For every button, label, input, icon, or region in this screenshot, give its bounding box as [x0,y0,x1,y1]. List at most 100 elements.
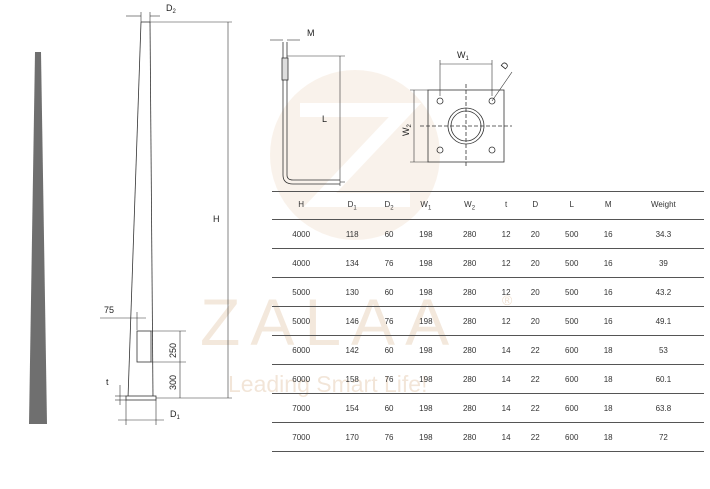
table-cell: 16 [593,219,623,249]
table-cell: 6000 [272,364,331,394]
table-cell: 198 [403,422,448,452]
table-cell: 16 [593,248,623,278]
table-cell: 18 [593,364,623,394]
base-plate-drawing [420,84,512,168]
table-cell: 76 [374,306,404,336]
table-cell: 43.2 [622,277,704,307]
hole-d-label: D [499,59,511,71]
table-cell: 12 [491,219,521,249]
table-cell: 20 [520,248,550,278]
table-cell: 22 [520,335,550,365]
offset-75-label: 75 [104,305,114,315]
table-cell: 18 [593,422,623,452]
table-cell: 16 [593,306,623,336]
table-cell: 198 [403,248,448,278]
table-cell: 60 [374,393,404,423]
table-cell: 20 [520,306,550,336]
table-cell: 60 [374,219,404,249]
table-cell: 280 [447,306,492,336]
table-cell: 76 [374,422,404,452]
col-header-l: L [549,191,594,220]
table-cell: 53 [622,335,704,365]
table-cell: 280 [447,277,492,307]
col-header-h: H [272,191,331,220]
col-header-w1: W1 [403,191,448,220]
d1-bottom-label: D1 [170,409,181,421]
table-cell: 280 [447,393,492,423]
table-cell: 118 [330,219,375,249]
table-cell: 280 [447,248,492,278]
table-cell: 130 [330,277,375,307]
l-label: L [322,114,327,124]
table-cell: 14 [491,335,521,365]
table-cell: 500 [549,248,594,278]
col-header-weight: Weight [622,191,704,220]
table-cell: 280 [447,422,492,452]
h-dimension [150,21,232,399]
table-cell: 600 [549,335,594,365]
t-dimension [115,385,126,405]
table-cell: 500 [549,219,594,249]
table-cell: 198 [403,335,448,365]
col-header-t: t [491,191,521,220]
table-cell: 5000 [272,306,331,336]
table-cell: 142 [330,335,375,365]
table-cell: 72 [622,422,704,452]
table-cell: 280 [447,219,492,249]
table-cell: 18 [593,393,623,423]
table-cell: 600 [549,393,594,423]
plate-dimensions [410,60,513,163]
table-header-row: H D1 D2 W1 W2 t D L M Weight [272,191,704,220]
table-cell: 4000 [272,219,331,249]
table-cell: 60 [374,335,404,365]
table-cell: 7000 [272,393,331,423]
table-cell: 7000 [272,422,331,452]
table-cell: 20 [520,219,550,249]
m-label: M [307,28,315,38]
w2-label: W2 [401,124,413,137]
table-cell: 198 [403,219,448,249]
table-cell: 158 [330,364,375,394]
dim-300-label: 300 [168,375,178,390]
table-cell: 22 [520,364,550,394]
d2-dimension [126,12,160,22]
table-cell: 76 [374,364,404,394]
anchor-bolt-drawing [281,42,340,185]
table-cell: 63.8 [622,393,704,423]
h-label: H [213,214,220,224]
table-cell: 198 [403,277,448,307]
table-cell: 12 [491,277,521,307]
d1-dimension [118,400,164,425]
table-cell: 16 [593,277,623,307]
table-cell: 154 [330,393,375,423]
table-cell: 39 [622,248,704,278]
table-cell: 170 [330,422,375,452]
table-cell: 18 [593,335,623,365]
table-cell: 60.1 [622,364,704,394]
table-cell: 14 [491,393,521,423]
table-cell: 22 [520,393,550,423]
table-cell: 6000 [272,335,331,365]
t-label: t [106,377,109,387]
table-cell: 60 [374,277,404,307]
w1-label: W1 [457,50,470,62]
table-cell: 500 [549,306,594,336]
table-cell: 198 [403,306,448,336]
col-header-m: M [593,191,623,220]
table-cell: 14 [491,422,521,452]
bolt-dimensions [270,39,345,186]
table-cell: 146 [330,306,375,336]
door-dimensions [151,330,186,398]
table-cell: 12 [491,248,521,278]
table-cell: 280 [447,335,492,365]
table-cell: 49.1 [622,306,704,336]
offset-75-dimension [100,312,146,330]
